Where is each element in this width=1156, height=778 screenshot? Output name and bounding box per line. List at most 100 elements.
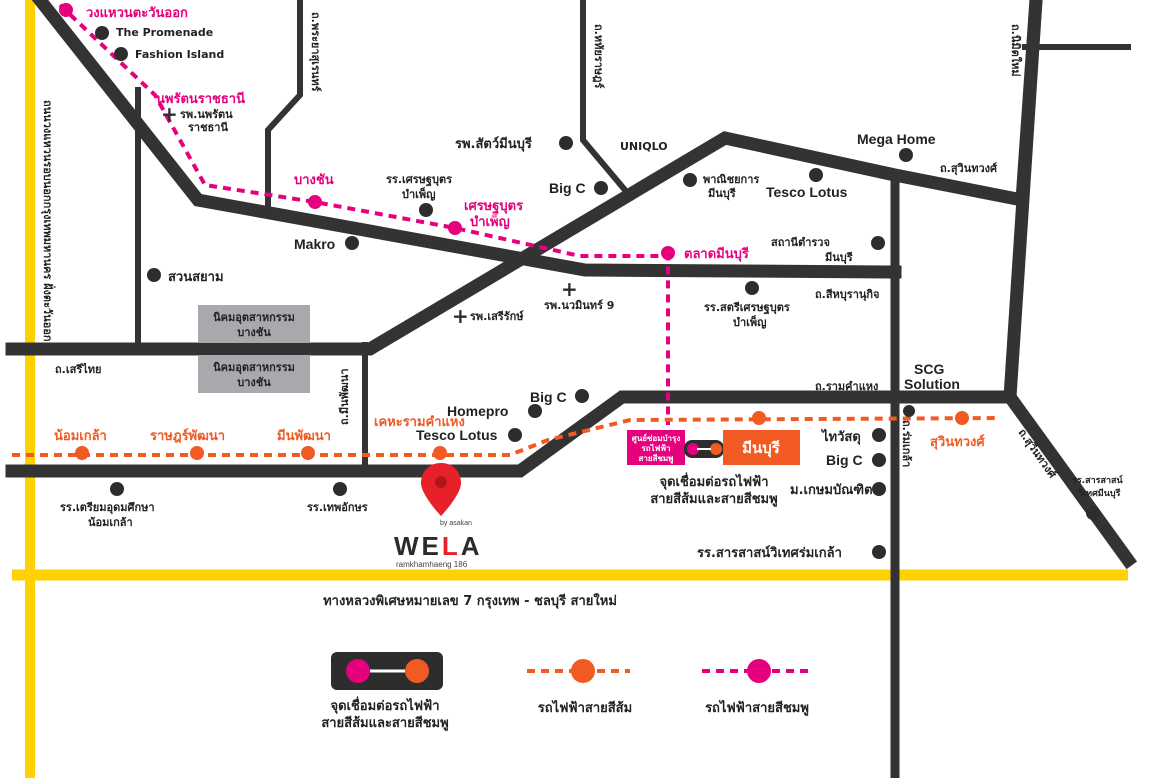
poi-sarasas-minburi: รร.สารสาสน์ วิเทศมีนบุรี <box>1072 474 1124 520</box>
svg-text:รพ.นวมินทร์ 9: รพ.นวมินทร์ 9 <box>544 299 614 312</box>
poi-triam-udom: รร.เตรียมอุดมศึกษา น้อมเกล้า <box>60 482 155 529</box>
svg-text:รพ.เสรีรักษ์: รพ.เสรีรักษ์ <box>470 310 524 323</box>
svg-text:Homepro: Homepro <box>447 403 508 419</box>
svg-text:รพ.นพรัตน: รพ.นพรัตน <box>180 108 233 121</box>
poi-nopparat-hospital: + รพ.นพรัตน ราชธานี <box>161 102 233 134</box>
industrial-estate-1: นิคมอุตสาหกรรม บางชัน <box>198 305 310 343</box>
svg-text:รร.เตรียมอุดมศึกษา: รร.เตรียมอุดมศึกษา <box>60 501 155 515</box>
depot-label-line1: ศูนย์ซ่อมบำรุง <box>632 433 681 444</box>
road-hathairat-label: ถ.หทัยราษฎร์ <box>592 24 605 89</box>
poi-big-c-2: Big C <box>530 389 589 405</box>
svg-text:รถไฟฟ้าสายสีส้ม: รถไฟฟ้าสายสีส้ม <box>538 699 632 716</box>
station-min-phatthana-label: มีนพัฒนา <box>277 428 331 444</box>
station-min-buri-market-dot <box>661 246 675 260</box>
svg-text:UNIQLO: UNIQLO <box>620 140 668 153</box>
svg-text:ราชธานี: ราชธานี <box>188 121 228 134</box>
station-east-ring-dot <box>59 3 73 17</box>
svg-text:Tesco Lotus: Tesco Lotus <box>416 427 498 443</box>
interchange-min-buri: ศูนย์ซ่อมบำรุง รถไฟฟ้า สายสีชมพู มีนบุรี… <box>627 430 800 507</box>
poi-nawamin9-hospital: + รพ.นวมินทร์ 9 <box>544 277 614 312</box>
project-logo: WELA ramkhamhaeng 186 <box>394 531 480 569</box>
poi-commerce-college: พาณิชยการ มีนบุรี <box>683 173 759 201</box>
road-seri-thai-label: ถ.เสรีไทย <box>55 362 101 376</box>
svg-text:Tesco Lotus: Tesco Lotus <box>766 184 848 200</box>
svg-text:Big C: Big C <box>549 180 586 196</box>
svg-text:บำเพ็ญ: บำเพ็ญ <box>402 187 436 201</box>
poi-tesco-lotus-1: Tesco Lotus <box>766 168 848 200</box>
station-bang-chan-dot <box>308 195 322 209</box>
station-setthabutra-label-line2: บำเพ็ญ <box>470 212 510 230</box>
motorway-label: ทางหลวงพิเศษหมายเลข 7 กรุงเทพ - ชลบุรี ส… <box>323 592 617 609</box>
svg-text:สายสีส้มและสายสีชมพู: สายสีส้มและสายสีชมพู <box>321 715 448 731</box>
poi-seriruk-hospital: + รพ.เสรีรักษ์ <box>452 304 524 328</box>
depot-label-line2: รถไฟฟ้า <box>642 443 671 453</box>
svg-text:Solution: Solution <box>904 376 960 392</box>
svg-text:ไทวัสดุ: ไทวัสดุ <box>820 428 861 445</box>
pink-stations <box>59 3 675 260</box>
hospital-cross-icon: + <box>161 102 178 126</box>
station-nom-klao-label: น้อมเกล้า <box>54 428 107 444</box>
poi-thaiwatsadu: ไทวัสดุ <box>820 428 886 445</box>
svg-text:Big C: Big C <box>530 389 567 405</box>
station-ramkhamhaeng-label: เคหะรามคำแหง <box>374 414 465 430</box>
poi-sawan-siam: สวนสยาม <box>147 268 224 285</box>
legend-interchange: จุดเชื่อมต่อรถไฟฟ้า สายสีส้มและสายสีชมพู <box>321 652 449 731</box>
svg-text:รร.เทพอักษร: รร.เทพอักษร <box>307 501 368 514</box>
poi-scg-solution: SCG Solution <box>903 361 960 417</box>
svg-text:รร.สารสาสน์: รร.สารสาสน์ <box>1072 474 1124 486</box>
svg-text:The Promenade: The Promenade <box>116 26 213 39</box>
poi-min-buri-vet: รพ.สัตว์มีนบุรี <box>455 136 573 152</box>
svg-text:Big C: Big C <box>826 452 863 468</box>
project-subtitle: ramkhamhaeng 186 <box>396 560 468 569</box>
station-bang-chan-label: บางชัน <box>294 173 334 188</box>
project-byline: by asakan <box>440 520 472 527</box>
legend-pink-line: รถไฟฟ้าสายสีชมพู <box>702 659 809 716</box>
poi-setthabutra-school: รร.เศรษฐบุตร บำเพ็ญ <box>386 173 452 217</box>
svg-text:มีนบุรี: มีนบุรี <box>708 187 736 201</box>
interchange-caption-line1: จุดเชื่อมต่อรถไฟฟ้า <box>659 472 768 490</box>
project-location-pin: by asakan <box>421 463 472 527</box>
svg-text:Fashion Island: Fashion Island <box>135 48 224 61</box>
hospital-cross-icon: + <box>561 277 578 301</box>
svg-text:รร.เศรษฐบุตร: รร.เศรษฐบุตร <box>386 173 452 187</box>
interchange-caption-line2: สายสีส้มและสายสีชมพู <box>650 491 777 507</box>
poi-big-c-1: Big C <box>549 180 608 196</box>
depot-label-line3: สายสีชมพู <box>639 453 674 464</box>
svg-text:รพ.สัตว์มีนบุรี: รพ.สัตว์มีนบุรี <box>455 136 532 152</box>
poi-fashion-island: Fashion Island <box>114 47 224 61</box>
poi-women-school: รร.สตรีเศรษฐบุตร บำเพ็ญ <box>704 281 790 329</box>
svg-text:พาณิชยการ: พาณิชยการ <box>703 173 759 186</box>
svg-text:สวนสยาม: สวนสยาม <box>168 270 224 285</box>
poi-the-promenade: The Promenade <box>95 26 213 40</box>
station-setthabutra-dot <box>448 221 462 235</box>
poi-homepro: Homepro <box>447 403 542 419</box>
hospital-cross-icon: + <box>452 304 469 328</box>
station-nopparat-label: นพรัตนราชธานี <box>156 91 245 107</box>
interchange-station-name: มีนบุรี <box>742 439 781 458</box>
poi-police-station: สถานีตำรวจ มีนบุรี <box>771 236 885 265</box>
poi-makro: Makro <box>294 236 359 252</box>
poi-thep-aksorn: รร.เทพอักษร <box>307 482 368 514</box>
industrial-1-label-line1: นิคมอุตสาหกรรม <box>213 311 295 325</box>
road-nimit-mai-label: ถ.นิมิตใหม่ <box>1009 24 1023 77</box>
poi-uniqlo: UNIQLO <box>620 140 668 153</box>
svg-text:รร.สตรีเศรษฐบุตร: รร.สตรีเศรษฐบุตร <box>704 301 790 315</box>
svg-text:Mega Home: Mega Home <box>857 131 936 147</box>
svg-text:ม.เกษมบัณฑิต: ม.เกษมบัณฑิต <box>790 483 873 498</box>
road-phraya-surenthon-label: ถ.พระยาสุเรนทร์ <box>308 12 322 92</box>
poi-tesco-lotus-2: Tesco Lotus <box>416 427 522 443</box>
poi-big-c-3: Big C <box>826 452 886 468</box>
road-minphatthana-label: ถ.มีนพัฒนา <box>338 369 351 426</box>
industrial-2-label-line1: นิคมอุตสาหกรรม <box>213 361 295 375</box>
road-kanchanaphisek-label: ถนนวงแหวนรอบนอกกรุงเทพมหานคร ฝั่งตะวันออ… <box>40 100 56 342</box>
svg-text:วิเทศมีนบุรี: วิเทศมีนบุรี <box>1077 488 1121 499</box>
road-suwinthawong-top-label: ถ.สุวินทวงศ์ <box>940 162 998 176</box>
station-min-buri-market-label: ตลาดมีนบุรี <box>684 246 749 262</box>
station-setthabutra-label-line1: เศรษฐบุตร <box>464 199 523 215</box>
svg-text:Makro: Makro <box>294 236 335 252</box>
svg-text:สถานีตำรวจ: สถานีตำรวจ <box>771 236 830 249</box>
svg-text:จุดเชื่อมต่อรถไฟฟ้า: จุดเชื่อมต่อรถไฟฟ้า <box>330 696 439 714</box>
station-east-ring-label: วงแหวนตะวันออก <box>86 6 188 21</box>
svg-text:รร.สารสาสน์วิเทศร่มเกล้า: รร.สารสาสน์วิเทศร่มเกล้า <box>697 545 842 561</box>
poi-mega-home: Mega Home <box>857 131 936 162</box>
